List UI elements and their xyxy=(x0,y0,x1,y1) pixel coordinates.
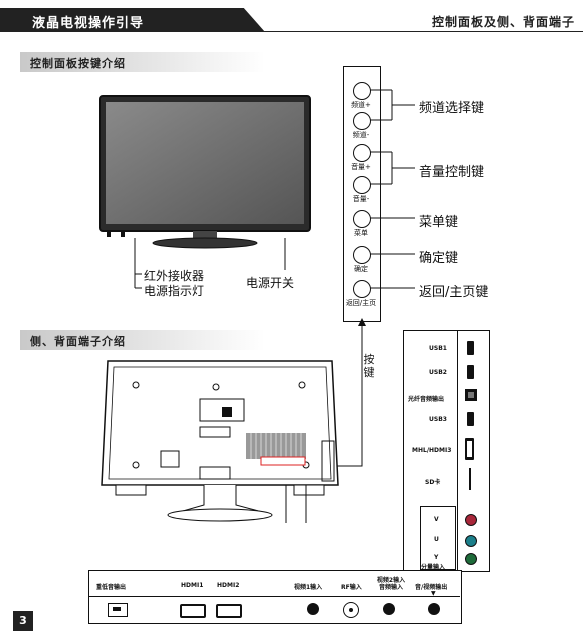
header-divider xyxy=(230,31,583,32)
video1-in-jack[interactable] xyxy=(307,603,319,615)
hdmi1-label: HDMI1 xyxy=(181,582,204,589)
down-arrow-icon: ▼ xyxy=(431,590,436,597)
control-panel-strip xyxy=(343,66,381,322)
hdmi2-label: HDMI2 xyxy=(217,582,240,589)
component-u-label: U xyxy=(434,536,439,543)
bottom-panel-divider xyxy=(88,596,460,597)
section1-band xyxy=(20,52,265,72)
ok-key-callout: 确定键 xyxy=(419,251,459,266)
component-u-jack[interactable] xyxy=(465,535,477,547)
power-switch-label: 电源开关 xyxy=(246,276,295,290)
volume-up-button[interactable] xyxy=(353,144,371,162)
side-panel-divider xyxy=(457,330,458,570)
usb2-label: USB2 xyxy=(429,369,447,376)
channel-down-button[interactable] xyxy=(353,112,371,130)
component-y-jack[interactable] xyxy=(465,553,477,565)
video2-audio-in-label: 视频2输入 音频输入 xyxy=(376,577,406,591)
ok-button[interactable] xyxy=(353,246,371,264)
mhl-hdmi3-label: MHL/HDMI3 xyxy=(412,447,452,454)
tv-back-illustration xyxy=(101,360,339,523)
section2-band xyxy=(20,330,265,350)
rf-in-jack[interactable] xyxy=(343,602,359,618)
panel-callout-leaders xyxy=(370,89,415,289)
page-number: 3 xyxy=(13,611,33,631)
volume-keys-callout: 音量控制键 xyxy=(419,165,485,180)
power-led-label: 电源指示灯 xyxy=(144,284,205,298)
subwoofer-out-label: 重低音输出 xyxy=(96,584,127,591)
usb3-port[interactable] xyxy=(467,412,474,426)
optical-out-port[interactable] xyxy=(465,389,477,401)
usb1-label: USB1 xyxy=(429,345,447,352)
component-input-box xyxy=(420,506,456,570)
keys-connector xyxy=(332,318,366,467)
optical-out-label: 光纤音频输出 xyxy=(408,396,445,403)
video2-audio-in-jack[interactable] xyxy=(383,603,395,615)
menu-button[interactable] xyxy=(353,210,371,228)
mhl-hdmi3-port[interactable] xyxy=(465,438,474,460)
back-home-button[interactable] xyxy=(353,280,371,298)
back-home-label: 返回/主页 xyxy=(345,299,377,307)
channel-up-button[interactable] xyxy=(353,82,371,100)
volume-down-button[interactable] xyxy=(353,176,371,194)
usb2-port[interactable] xyxy=(467,365,474,379)
page-title: 液晶电视操作引导 xyxy=(32,16,145,31)
hdmi1-port[interactable] xyxy=(180,604,206,618)
av-out-jack[interactable] xyxy=(428,603,440,615)
component-y-label: Y xyxy=(434,554,439,561)
channel-up-label: 频道+ xyxy=(351,101,371,109)
tv-front-illustration xyxy=(99,95,311,249)
channel-down-label: 频道- xyxy=(352,131,370,139)
ok-label: 确定 xyxy=(354,265,368,273)
volume-up-label: 音量+ xyxy=(351,163,371,171)
keys-label: 按键 xyxy=(363,353,375,379)
usb1-port[interactable] xyxy=(467,341,474,355)
component-v-jack[interactable] xyxy=(465,514,477,526)
hdmi2-port[interactable] xyxy=(216,604,242,618)
menu-label: 菜单 xyxy=(354,229,368,237)
section2-title: 侧、背面端子介绍 xyxy=(30,335,126,348)
section-title: 控制面板及侧、背面端子 xyxy=(431,15,575,29)
component-input-label: 分量输入 xyxy=(421,564,446,571)
subwoofer-out-port[interactable] xyxy=(108,603,128,617)
menu-key-callout: 菜单键 xyxy=(419,215,459,230)
video1-in-label: 视频1输入 xyxy=(294,584,323,591)
ir-receiver-label: 红外接收器 xyxy=(144,269,205,283)
sd-card-label: SD卡 xyxy=(425,479,441,486)
av-out-label: 音/视频输出 xyxy=(415,584,448,591)
bottom-port-panel xyxy=(88,570,462,624)
sd-card-slot[interactable] xyxy=(469,468,471,490)
back-home-key-callout: 返回/主页键 xyxy=(419,285,489,300)
section1-title: 控制面板按键介绍 xyxy=(30,57,126,70)
component-v-label: V xyxy=(434,516,439,523)
tv-label-leaders xyxy=(134,238,286,289)
volume-down-label: 音量- xyxy=(352,195,370,203)
usb3-label: USB3 xyxy=(429,416,447,423)
header-band xyxy=(0,8,265,32)
channel-keys-callout: 频道选择键 xyxy=(419,101,485,116)
rf-in-label: RF输入 xyxy=(341,584,362,591)
